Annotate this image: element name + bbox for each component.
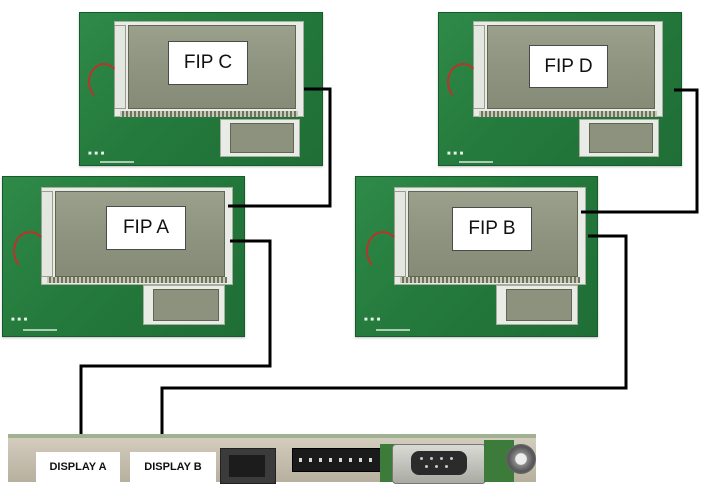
red-wire <box>366 231 400 271</box>
db9-pin <box>435 465 438 468</box>
lcd-pins <box>47 277 227 283</box>
fip-a-board: ■ ■ ■ <box>2 176 245 337</box>
header-pin <box>299 458 302 462</box>
red-wire <box>88 63 120 101</box>
header-pin <box>329 458 332 462</box>
small-lcd <box>506 289 572 321</box>
rj45-socket <box>229 455 265 477</box>
cable-fip-c-to-fip-a <box>228 87 332 208</box>
pcb-silkscreen <box>459 161 493 163</box>
fip-b-label: FIP B <box>452 207 532 251</box>
red-wire <box>13 231 47 271</box>
header-pin <box>349 458 352 462</box>
lcd-pins <box>479 111 657 117</box>
small-lcd <box>589 123 653 153</box>
pcb-logo: ■ ■ ■ <box>364 317 381 323</box>
db9-pin <box>420 457 423 460</box>
db9-pin <box>445 465 448 468</box>
lcd-pins <box>400 277 580 283</box>
board-edge <box>8 434 536 438</box>
header-pin <box>319 458 322 462</box>
fip-d-board: ■ ■ ■ <box>438 12 682 166</box>
db9-pin <box>430 457 433 460</box>
rj45-port <box>220 448 276 484</box>
header-pin <box>369 458 372 462</box>
db9-pin <box>425 465 428 468</box>
red-wire <box>447 63 479 101</box>
pcb-logo: ■ ■ ■ <box>447 151 464 157</box>
pcb-silkscreen <box>100 161 134 163</box>
header-pin <box>309 458 312 462</box>
cable-fip-d-to-fip-b <box>581 88 699 214</box>
db9-pin <box>450 457 453 460</box>
small-lcd <box>153 289 219 321</box>
pcb-silkscreen <box>23 329 57 331</box>
small-lcd <box>230 123 294 153</box>
display-a-label: DISPLAY A <box>36 452 120 482</box>
db9-shell <box>411 451 467 475</box>
bnc-connector <box>506 444 536 474</box>
header-pin <box>359 458 362 462</box>
display-b-label: DISPLAY B <box>130 452 216 482</box>
fip-a-label: FIP A <box>106 206 186 250</box>
controller-board <box>8 434 536 484</box>
fip-d-label: FIP D <box>529 45 608 88</box>
header-pin <box>339 458 342 462</box>
cable-fip-b-to-display-b <box>160 234 628 452</box>
cable-fip-a-to-display-a <box>79 239 272 452</box>
pcb-logo: ■ ■ ■ <box>11 317 28 323</box>
fip-c-label: FIP C <box>168 41 248 85</box>
db9-pin <box>440 457 443 460</box>
pcb-logo: ■ ■ ■ <box>88 151 105 157</box>
db9-connector <box>392 444 486 484</box>
pin-header <box>292 448 382 472</box>
lcd-pins <box>120 111 298 117</box>
pcb-silkscreen <box>376 329 410 331</box>
